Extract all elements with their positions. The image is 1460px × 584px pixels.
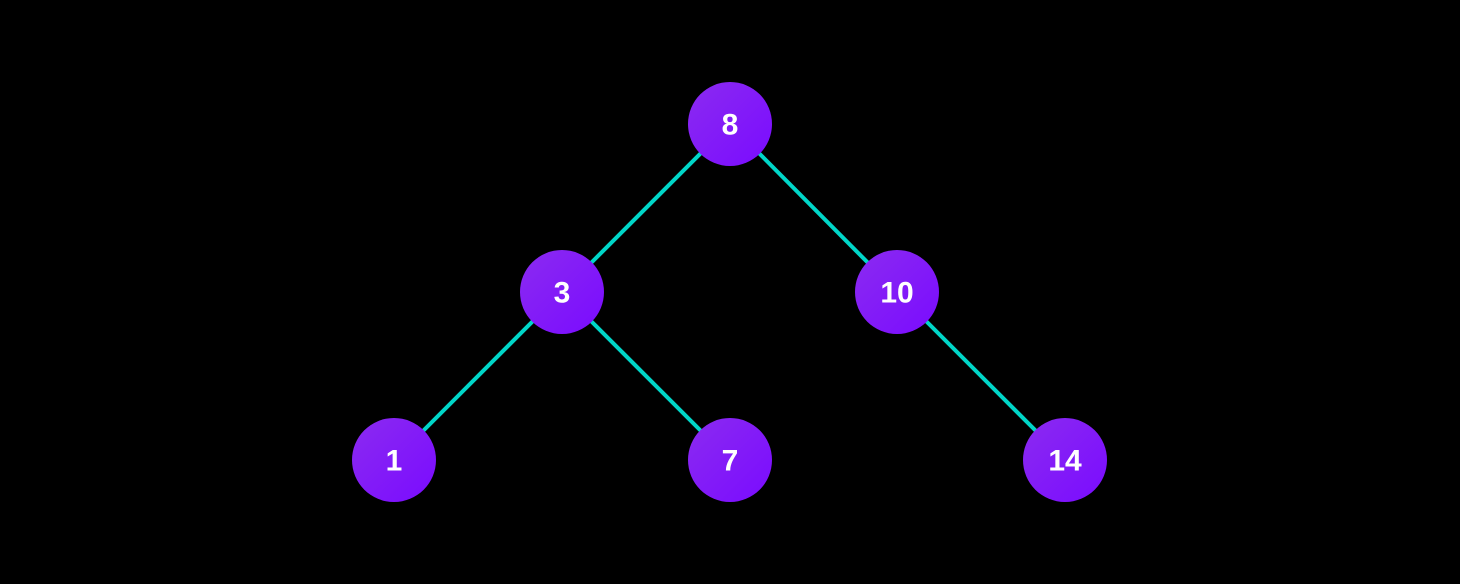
- tree-edges-group: [392, 122, 1067, 462]
- tree-node-circle[interactable]: [520, 250, 604, 334]
- tree-node-circle[interactable]: [688, 418, 772, 502]
- tree-node[interactable]: 8: [688, 82, 772, 166]
- tree-node[interactable]: 10: [855, 250, 939, 334]
- tree-node-circle[interactable]: [688, 82, 772, 166]
- tree-node[interactable]: 7: [688, 418, 772, 502]
- tree-node-circle[interactable]: [1023, 418, 1107, 502]
- tree-node-circle[interactable]: [855, 250, 939, 334]
- tree-node[interactable]: 1: [352, 418, 436, 502]
- tree-node-circle[interactable]: [352, 418, 436, 502]
- tree-nodes-group: 83 10 1 7 14: [352, 82, 1107, 502]
- tree-node[interactable]: 14: [1023, 418, 1107, 502]
- tree-node[interactable]: 3: [520, 250, 604, 334]
